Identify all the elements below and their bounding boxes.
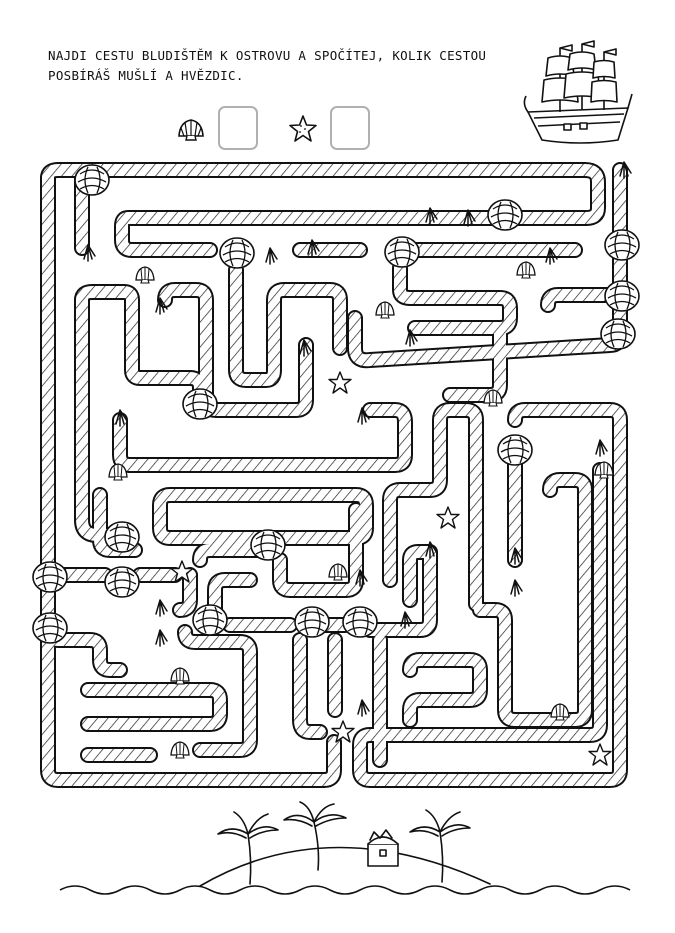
rope-knot xyxy=(32,561,68,593)
frayed-rope-end xyxy=(595,439,608,457)
rope-knot xyxy=(604,229,640,261)
instructions-text: NAJDI CESTU BLUDIŠTĚM K OSTROVU A SPOČÍT… xyxy=(48,46,508,86)
star-icon xyxy=(328,371,352,394)
rope-knot xyxy=(74,164,110,196)
rope-paths xyxy=(40,162,628,788)
shell-count-box[interactable] xyxy=(218,106,258,150)
rope-knot xyxy=(104,566,140,598)
star-counter-icon xyxy=(289,115,317,142)
star-icon xyxy=(436,506,460,529)
star-count-box[interactable] xyxy=(330,106,370,150)
frayed-rope-end xyxy=(155,629,168,647)
shell-icon xyxy=(328,563,348,581)
rope-knot xyxy=(104,521,140,553)
treasure-island-icon xyxy=(59,801,631,895)
frayed-rope-end xyxy=(510,579,523,597)
frayed-rope-end xyxy=(265,247,278,265)
rope-knot xyxy=(219,237,255,269)
rope-knot xyxy=(342,606,378,638)
rope-knot xyxy=(384,236,420,268)
rope-knot xyxy=(32,612,68,644)
shell-icon xyxy=(170,741,190,759)
instructions-line-2: POSBÍRÁŠ MUŠLÍ A HVĚZDIC. xyxy=(48,68,244,83)
rope-knot xyxy=(497,434,533,466)
frayed-rope-end xyxy=(155,599,168,617)
rope-knot xyxy=(294,606,330,638)
frayed-rope-end xyxy=(357,699,370,717)
rope-knot xyxy=(250,529,286,561)
shell-icon xyxy=(550,703,570,721)
star-icon xyxy=(588,743,612,766)
rope-knot xyxy=(487,199,523,231)
shell-icon xyxy=(516,261,536,279)
sea-waves xyxy=(59,885,631,895)
rope-knot xyxy=(604,280,640,312)
instructions-line-1: NAJDI CESTU BLUDIŠTĚM K OSTROVU A SPOČÍT… xyxy=(48,48,487,63)
shell-icon xyxy=(170,667,190,685)
shell-icon xyxy=(135,266,155,284)
rope-knot xyxy=(192,604,228,636)
rope-knot xyxy=(600,318,636,350)
pirate-ship-icon xyxy=(523,40,633,144)
shell-icon xyxy=(375,301,395,319)
rope-knot xyxy=(182,388,218,420)
answer-counters xyxy=(176,104,376,154)
shell-counter-icon xyxy=(178,119,204,141)
